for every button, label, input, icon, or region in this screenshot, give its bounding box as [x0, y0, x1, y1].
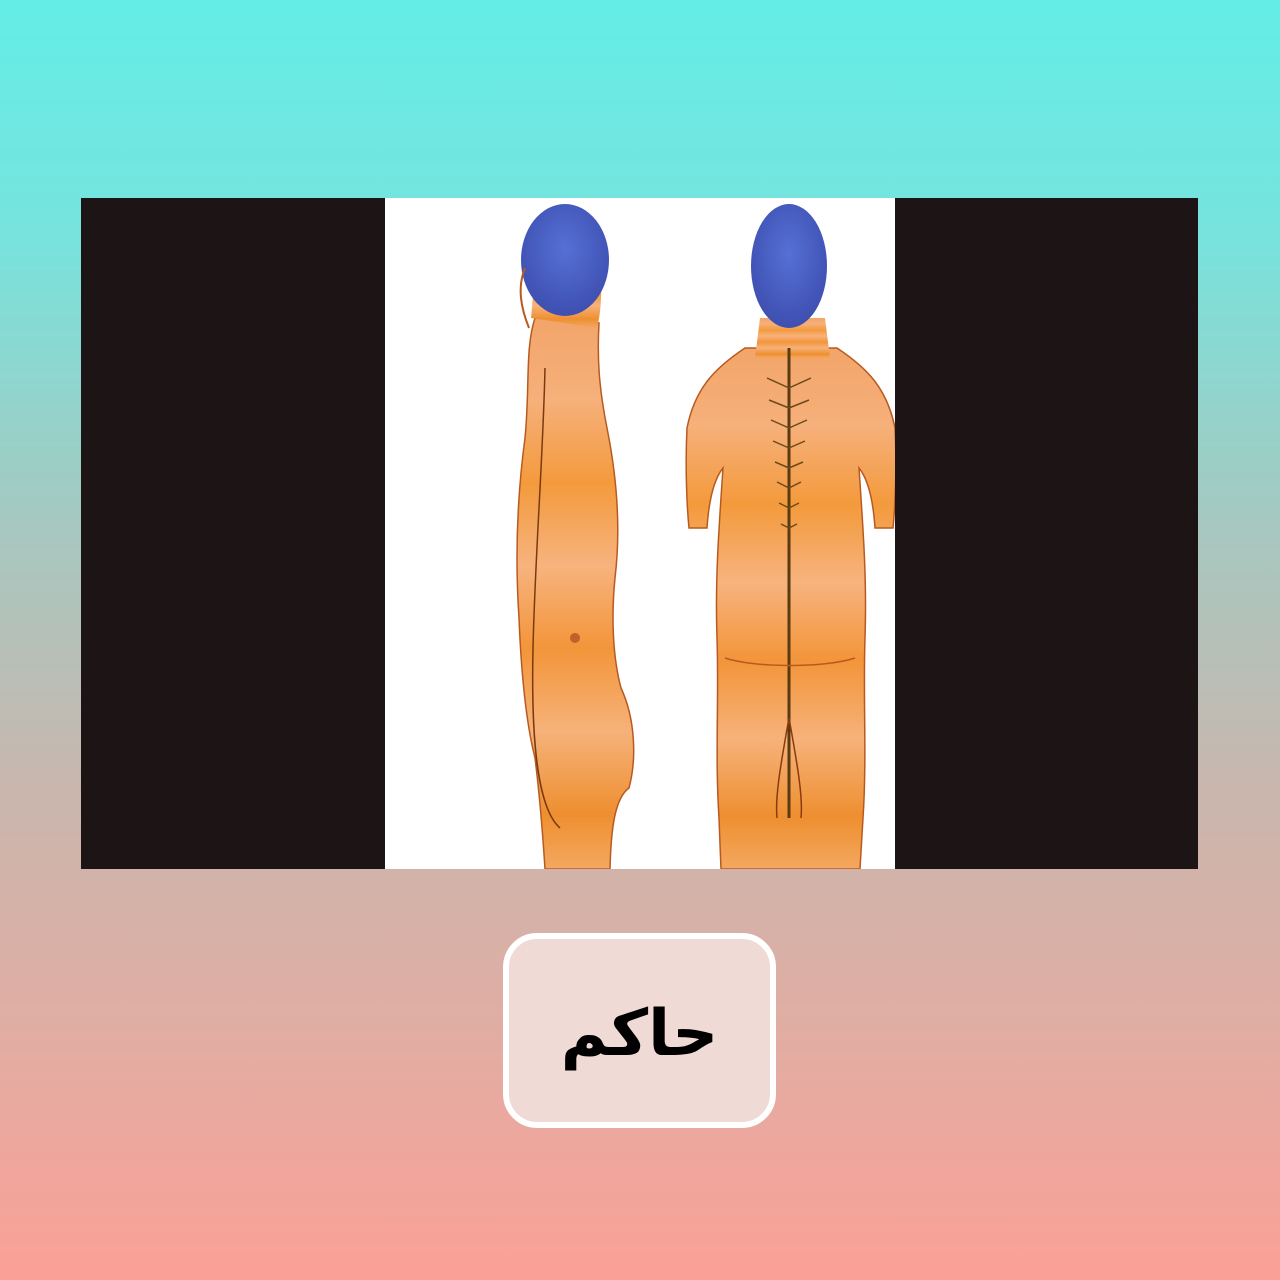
back-view-figure — [685, 204, 895, 869]
anatomy-illustration — [516, 204, 895, 869]
label-card: حاكم — [503, 933, 776, 1128]
label-text: حاكم — [560, 996, 719, 1071]
image-frame — [81, 198, 1198, 869]
illustration-panel — [385, 198, 895, 869]
side-view-figure — [516, 204, 635, 869]
